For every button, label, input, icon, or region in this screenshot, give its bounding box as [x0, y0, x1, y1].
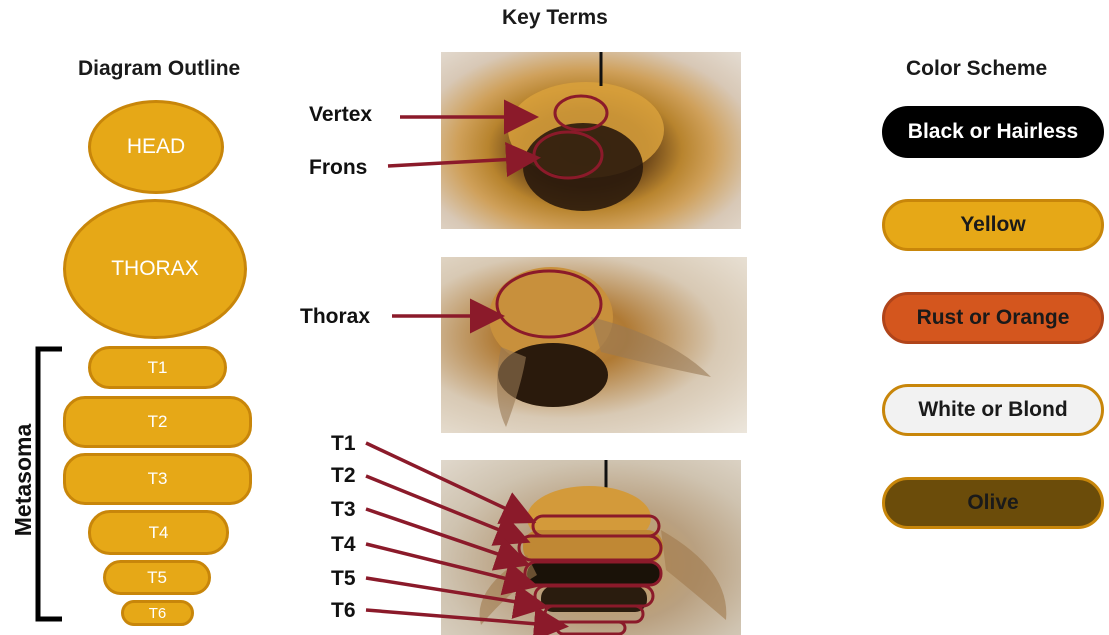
- t2-arrow: [366, 476, 524, 540]
- t6-arrow: [366, 610, 562, 626]
- swatch-rust-or-orange: Rust or Orange: [882, 292, 1104, 344]
- t3-arrow: [366, 509, 524, 563]
- swatch-yellow: Yellow: [882, 199, 1104, 251]
- swatch-black-or-hairless: Black or Hairless: [882, 106, 1104, 158]
- swatch-label: Yellow: [960, 213, 1025, 237]
- swatch-white-or-blond: White or Blond: [882, 384, 1104, 436]
- swatch-label: Black or Hairless: [908, 120, 1078, 144]
- swatch-label: Rust or Orange: [917, 306, 1070, 330]
- t4-arrow: [366, 544, 532, 585]
- swatch-olive: Olive: [882, 477, 1104, 529]
- swatch-label: Olive: [967, 491, 1018, 515]
- swatch-label: White or Blond: [918, 398, 1067, 422]
- frons-arrow: [388, 158, 534, 166]
